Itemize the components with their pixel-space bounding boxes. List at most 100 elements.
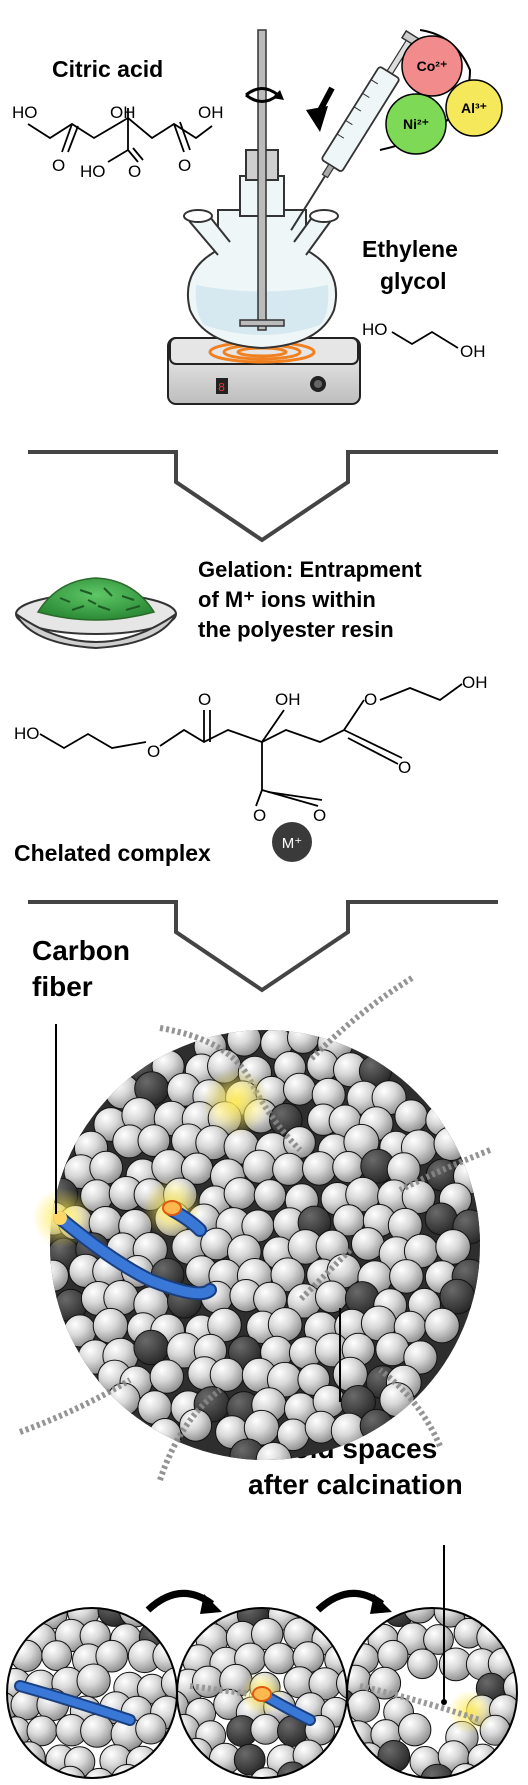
particle-sphere (250, 1713, 282, 1745)
particle-sphere (403, 1340, 438, 1375)
process-arrow-2 (28, 900, 498, 993)
particle-sphere (242, 1149, 277, 1184)
glycol-oh: OH (460, 342, 486, 361)
calcination-sequence (6, 1545, 518, 1779)
particle-sphere (347, 1689, 381, 1723)
particle-sphere (402, 1608, 437, 1624)
glycol-ho: HO (362, 320, 388, 339)
metal-label: M⁺ (282, 835, 302, 852)
particle-sphere (137, 1124, 171, 1157)
particle-sphere (394, 1099, 429, 1133)
particle-sphere (135, 1713, 167, 1745)
particle-sphere (118, 1608, 153, 1628)
particle-sphere (389, 1259, 424, 1294)
particle-sphere (401, 1180, 436, 1215)
ester-o-bottom-left: O (253, 806, 267, 825)
particle-sphere (423, 1624, 454, 1655)
particle-sphere (249, 1767, 282, 1778)
ester-o-left-carbonyl: O (198, 690, 212, 709)
ethylene-glycol-label-line1: Ethylene (362, 236, 458, 262)
particle-sphere (272, 1152, 306, 1186)
gelation-label-line1: Gelation: Entrapment (198, 557, 422, 582)
particle-sphere (270, 1257, 306, 1293)
particle-sphere (76, 1663, 111, 1698)
chelated-complex-label: Chelated complex (14, 840, 211, 866)
particle-sphere (92, 1307, 129, 1344)
particle-sphere (420, 1763, 455, 1778)
particle-sphere (11, 1741, 46, 1776)
particle-sphere (253, 1179, 287, 1212)
citric-o-left: O (52, 156, 66, 175)
ethylene-glycol-label-line2: glycol (380, 268, 447, 294)
particle-sphere (181, 1737, 213, 1770)
particle-sphere (377, 1740, 411, 1773)
ion-al (445, 79, 503, 137)
glycol-structure (391, 330, 459, 349)
citric-ho-bottom: HO (80, 162, 106, 181)
process-arrow-1 (28, 450, 498, 543)
stage-3 (347, 1608, 517, 1778)
ester-oh-center: OH (275, 690, 301, 709)
particle-sphere (263, 1642, 296, 1675)
ester-o-right-ether: O (364, 690, 378, 709)
ester-o-left-ether: O (147, 742, 161, 761)
chelated-ester-structure (39, 683, 463, 807)
ion-ni-label: Ni²⁺ (403, 116, 429, 132)
carbon-fiber-label-line1: Carbon (32, 935, 130, 966)
ester-oh-right: OH (462, 673, 488, 692)
gel-dish (15, 577, 177, 650)
particle-sphere (223, 1177, 257, 1210)
particle-sphere (133, 1329, 169, 1366)
syringe (290, 29, 421, 231)
particle-sphere (302, 1151, 337, 1186)
particle-sphere (26, 1715, 58, 1747)
ion-co-label: Co²⁺ (417, 58, 448, 74)
particle-sphere (283, 1072, 316, 1106)
particle-sphere (398, 1713, 432, 1747)
particle-sphere (359, 1408, 394, 1443)
citric-oh-right: OH (198, 103, 224, 122)
particle-sphere (50, 1259, 69, 1293)
ester-o-right-carbonyl: O (398, 758, 412, 777)
injection-arrow (306, 86, 335, 132)
ester-ho-left: HO (14, 724, 40, 743)
particle-sphere (467, 1743, 499, 1775)
ion-al-label: Al³⁺ (461, 100, 487, 116)
metal-ion-m: M⁺ (272, 822, 312, 862)
particle-sphere (179, 1408, 213, 1442)
gelation-label-line3: the polyester resin (198, 617, 394, 642)
citric-acid-label: Citric acid (52, 56, 164, 82)
particle-sphere (233, 1743, 266, 1776)
particle-sphere (95, 1639, 128, 1673)
particle-sphere (315, 1280, 348, 1314)
particle-sphere (502, 1671, 517, 1703)
particle-sphere (435, 1229, 471, 1265)
citric-ho-left: HO (12, 103, 38, 122)
metal-ions: Co²⁺ Ni²⁺ Al³⁺ (379, 29, 503, 155)
particle-sphere (160, 1666, 177, 1700)
void-spaces-label-line2: after calcination (248, 1469, 463, 1500)
hotplate-display: 8 (218, 381, 225, 395)
particle-sphere (424, 1307, 460, 1344)
ion-co (401, 35, 463, 97)
particle-sphere (287, 1030, 320, 1054)
particle-sphere (255, 1441, 292, 1460)
particle-sphere (407, 1648, 438, 1680)
citric-o-center: O (128, 162, 142, 181)
ion-ni (385, 93, 447, 155)
stage-2 (177, 1608, 347, 1778)
carbon-fiber-label-line2: fiber (32, 971, 93, 1002)
particle-sphere (149, 1359, 185, 1394)
ester-o-bottom-right: O (313, 806, 327, 825)
particle-sphere (433, 1126, 469, 1161)
gelation-label-line2: of M⁺ ions within (198, 587, 376, 612)
particle-sphere (377, 1639, 409, 1672)
citric-oh-center: OH (110, 103, 136, 122)
porous-aggregate (18, 975, 492, 1481)
stage-1 (7, 1608, 177, 1778)
reaction-setup: 8 (167, 29, 361, 405)
particle-sphere (41, 1640, 73, 1671)
citric-acid-structure (27, 108, 213, 163)
